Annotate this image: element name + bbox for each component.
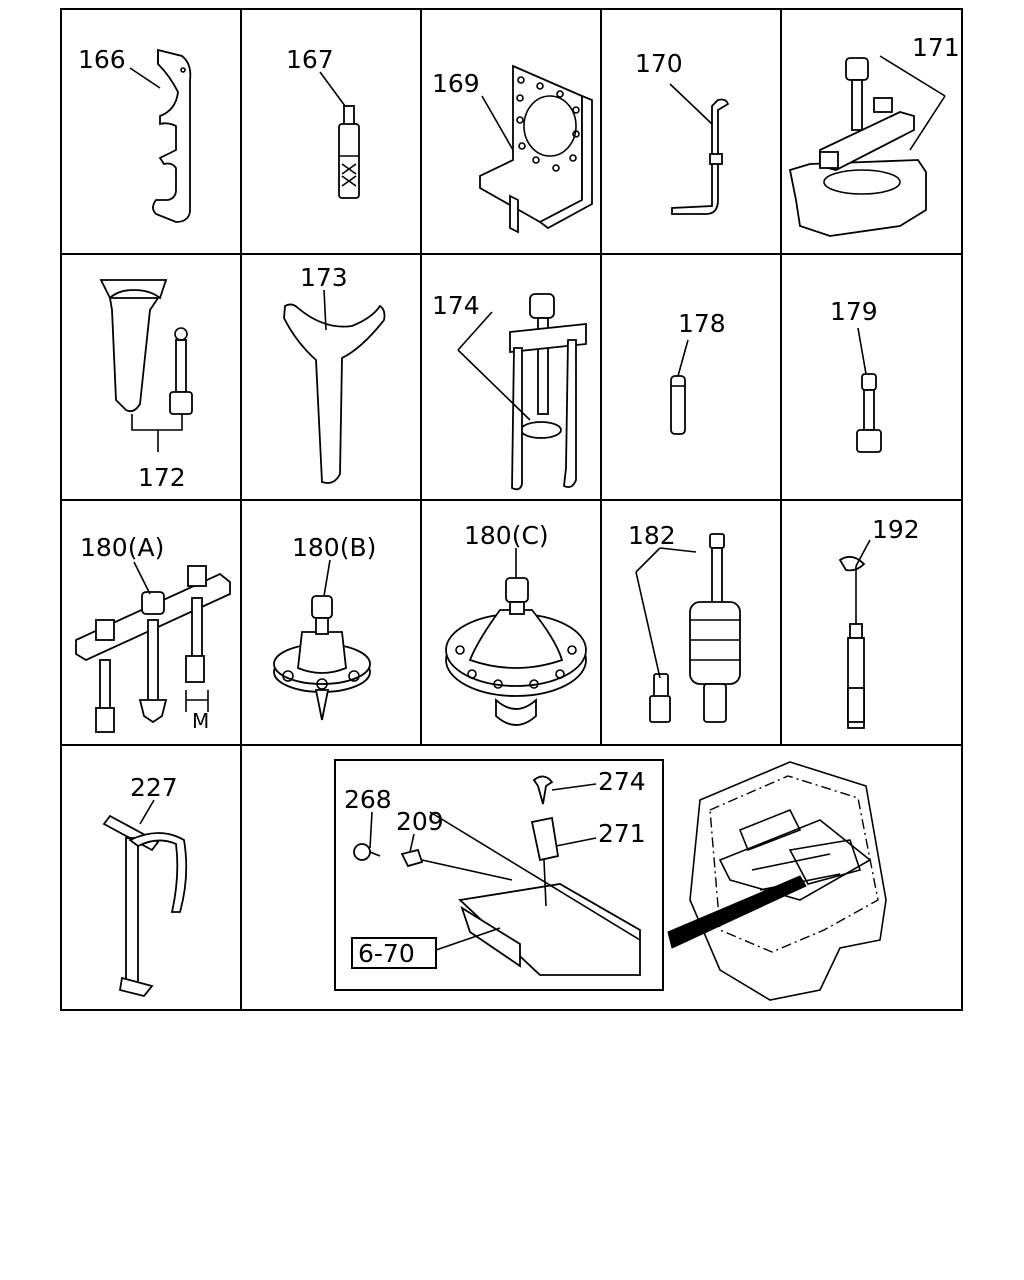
label-170: 170 [635, 49, 683, 78]
leader-174b [457, 349, 531, 421]
leader-209 [409, 833, 415, 853]
part-167-drift [338, 105, 360, 199]
label-271: 271 [598, 819, 646, 848]
callout-wedge [667, 875, 807, 949]
label-274: 274 [598, 767, 646, 796]
label-227: 227 [130, 773, 178, 802]
dimension-label-m: M [192, 709, 209, 733]
part-227-pump [102, 814, 188, 998]
part-192-probe [838, 555, 866, 729]
part-180c-installer [445, 577, 587, 726]
part-178-pin [670, 375, 686, 435]
part-172-installer [99, 279, 193, 415]
leader-274 [551, 783, 597, 791]
label-171: 171 [912, 33, 960, 62]
label-192: 192 [872, 515, 920, 544]
leader-180b [323, 559, 331, 597]
leader-173 [323, 289, 327, 331]
label-180a: 180(A) [80, 533, 164, 562]
leader-174a [457, 311, 493, 351]
label-172: 172 [138, 463, 186, 492]
leader-268 [369, 811, 373, 849]
label-ref-6-70: 6-70 [358, 939, 415, 968]
leader-171a [879, 55, 946, 97]
label-209: 209 [396, 807, 444, 836]
leader-170 [669, 83, 713, 125]
label-179: 179 [830, 297, 878, 326]
label-268: 268 [344, 785, 392, 814]
label-182: 182 [628, 521, 676, 550]
part-174-puller [509, 293, 587, 491]
label-174: 174 [432, 291, 480, 320]
bolt-holes [516, 76, 580, 172]
part-179-adapter [856, 373, 882, 453]
part-182-installer [649, 533, 741, 723]
leader-227 [139, 799, 155, 825]
bracket-172 [131, 414, 183, 431]
leader-182a [635, 547, 661, 573]
leader-169 [481, 95, 514, 151]
label-167: 167 [286, 45, 334, 74]
leader-178 [677, 339, 689, 377]
part-180b-installer [273, 595, 371, 721]
label-166: 166 [78, 45, 126, 74]
part-166-spanner [152, 48, 192, 223]
part-171-puller [788, 57, 927, 237]
label-173: 173 [300, 263, 348, 292]
label-180b: 180(B) [292, 533, 376, 562]
part-170-rod [671, 98, 730, 215]
part-169-bracket [479, 64, 593, 234]
leader-171b [909, 95, 946, 151]
leader-182c [659, 547, 697, 553]
leader-ref [435, 927, 501, 951]
part-173-pin-spanner [283, 303, 386, 484]
leader-166 [129, 67, 161, 89]
leader-271 [555, 837, 597, 847]
label-169: 169 [432, 69, 480, 98]
ref-box [351, 937, 437, 969]
leader-179 [857, 327, 867, 375]
leader-180a [133, 561, 151, 595]
parts-grid [60, 8, 963, 1011]
label-180c: 180(C) [464, 521, 549, 550]
part-180a-remover [75, 565, 231, 733]
leader-167 [319, 71, 346, 107]
inset-box [334, 759, 664, 991]
leader-182b [635, 571, 661, 679]
leader-192 [855, 539, 871, 567]
label-178: 178 [678, 309, 726, 338]
